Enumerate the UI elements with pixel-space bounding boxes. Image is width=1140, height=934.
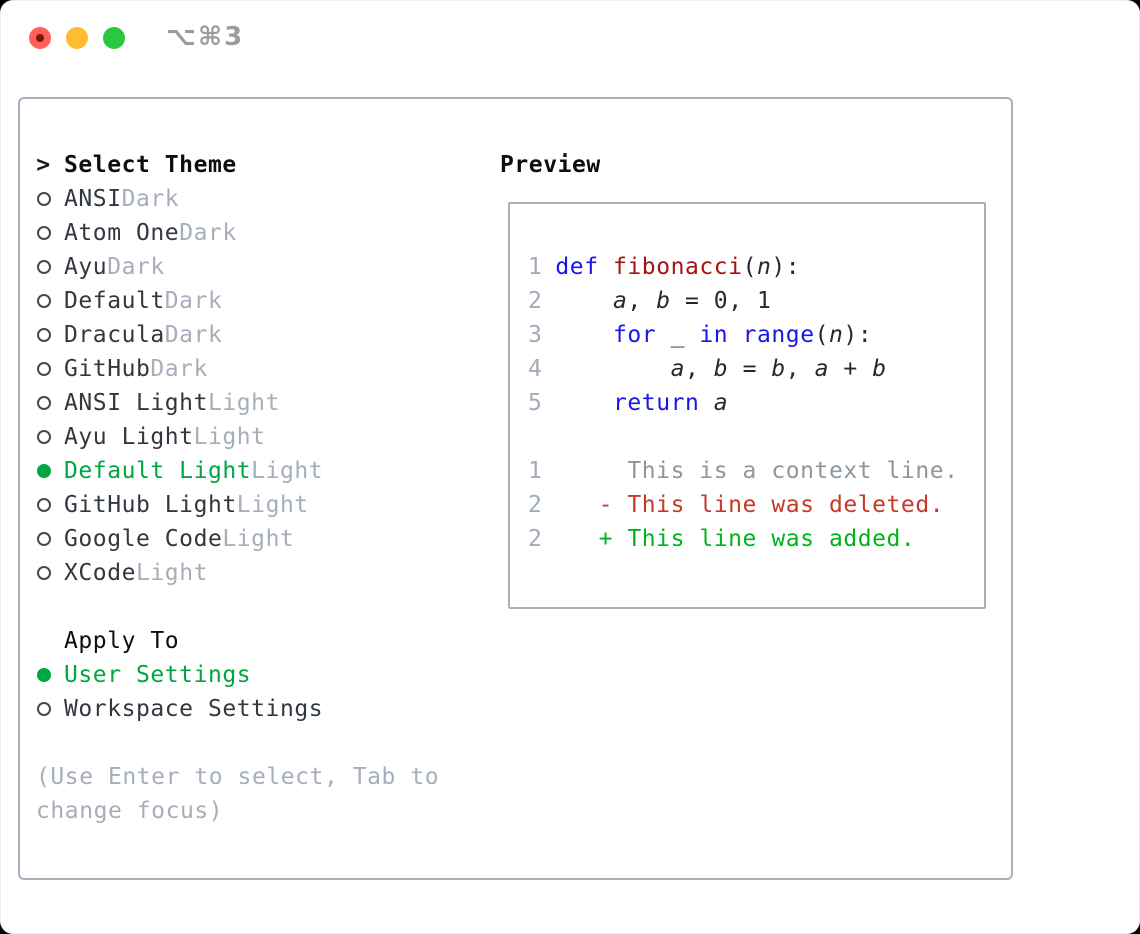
code-line: 2 a, b = 0, 1 [528,284,984,318]
blank-line [528,420,984,454]
apply-option-user-settings[interactable]: User Settings [36,658,251,692]
radio-icon [36,328,51,342]
apply-to-header: Apply To [36,624,179,658]
radio-icon [36,430,51,444]
preview-pane: 1 def fibonacci(n): 2 a, b = 0, 1 3 for … [508,202,986,609]
code-token: , [785,356,815,382]
radio-icon [36,362,51,376]
code-token: _ [656,322,700,348]
diff-deleted-line: 2 - This line was deleted. [528,488,984,522]
code-token: = [728,356,772,382]
radio-icon [36,566,51,580]
cursor-icon: > [36,152,51,178]
code-token: in [699,322,729,348]
radio-icon [36,702,51,716]
code-token: b [713,356,729,382]
help-text-line1: (Use Enter to select, Tab to [36,764,440,790]
code-token: ): [843,322,873,348]
line-number: 2 [528,492,543,518]
code-token: , [627,288,657,314]
radio-icon [36,294,51,308]
line-number: 5 [528,390,543,416]
code-token: n [756,254,772,280]
line-number: 1 [528,458,543,484]
line-number: 3 [528,322,543,348]
unsaved-dot-icon [36,34,44,42]
line-number: 1 [528,254,543,280]
radio-icon [36,260,51,274]
code-token: ( [742,254,757,280]
window-title: ⌥⌘3 [166,22,245,52]
minimize-button[interactable] [66,27,88,49]
radio-selected-icon [36,464,51,478]
code-token: b [656,288,671,314]
diff-added-line: 2 + This line was added. [528,522,984,556]
code-token [728,322,742,348]
code-token: a [613,288,628,314]
code-token: a [713,390,729,416]
line-number: 2 [528,288,543,314]
code-token: , [684,356,714,382]
radio-icon [36,192,51,206]
code-token: a [670,356,685,382]
diff-text: + This line was added. [541,526,916,552]
code-token [541,322,613,348]
code-token: a [814,356,829,382]
help-text-line2: change focus) [36,798,224,824]
code-token: n [829,322,844,348]
code-token: for [613,322,657,348]
code-token: ( [814,322,830,348]
code-token [541,254,555,280]
code-token: = 0, 1 [670,288,772,314]
diff-context-line: 1 This is a context line. [528,454,984,488]
radio-icon [36,498,51,512]
code-token: return [613,390,714,416]
code-token: b [771,356,786,382]
code-token [541,390,613,416]
code-line: 4 a, b = b, a + b [528,352,984,386]
radio-selected-icon [36,668,51,682]
code-token [541,288,613,314]
radio-icon [36,396,51,410]
line-number: 4 [528,356,543,382]
apply-option-workspace-settings[interactable]: Workspace Settings [36,692,323,726]
apply-to-title: Apply To [64,628,180,654]
code-token: + [829,356,873,382]
code-token: ): [771,254,801,280]
code-token: range [742,322,815,348]
code-token: b [872,356,887,382]
code-line: 3 for _ in range(n): [528,318,984,352]
radio-icon [36,226,51,240]
line-number: 2 [528,526,543,552]
close-button[interactable] [29,27,51,49]
code-line: 1 def fibonacci(n): [528,250,984,284]
zoom-button[interactable] [103,27,125,49]
code-token [541,356,671,382]
theme-list-title: Select Theme [64,152,237,178]
diff-text: - This line was deleted. [541,492,945,518]
code-line: 5 return a [528,386,984,420]
code-token: def [555,254,613,280]
code-token: fibonacci [613,254,743,280]
radio-icon [36,532,51,546]
theme-list-header: > Select Theme [36,148,237,182]
preview-title: Preview [500,152,601,178]
diff-text: This is a context line. [541,458,959,484]
